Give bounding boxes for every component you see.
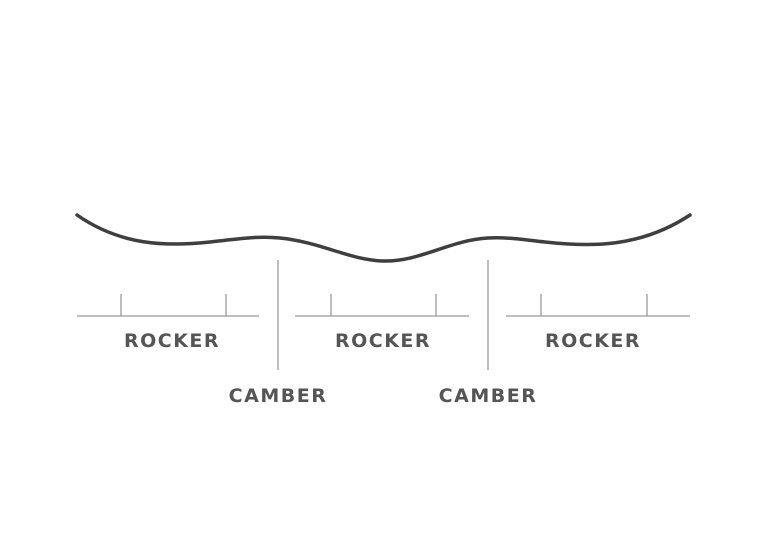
rocker-label-3: ROCKER bbox=[544, 330, 642, 352]
rocker-label-1: ROCKER bbox=[123, 330, 221, 352]
rocker-label-2: ROCKER bbox=[334, 330, 432, 352]
camber-label-1: CAMBER bbox=[228, 385, 328, 407]
board-profile-curve bbox=[75, 213, 692, 263]
camber-label-2: CAMBER bbox=[438, 385, 538, 407]
